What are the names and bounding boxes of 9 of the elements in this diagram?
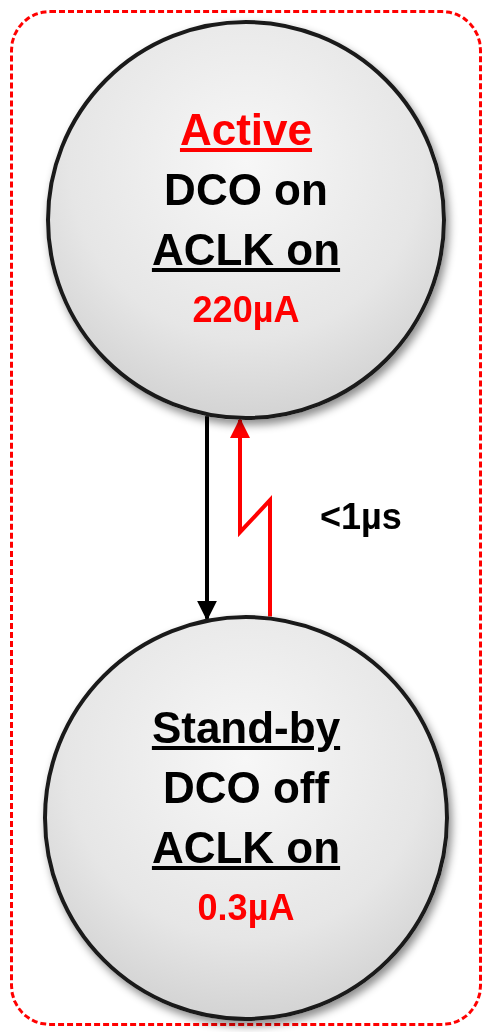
state-text: DCO off bbox=[162, 762, 330, 814]
state-text: 0.3µA bbox=[197, 886, 295, 930]
state-text: ACLK on bbox=[151, 822, 341, 874]
state-text: 220µA bbox=[192, 288, 300, 332]
dashed-boundary bbox=[10, 10, 482, 1026]
state-text: ACLK on bbox=[151, 224, 341, 276]
state-text: Stand-by bbox=[151, 702, 341, 754]
state-text: DCO on bbox=[164, 164, 328, 216]
state-text: Active bbox=[179, 104, 313, 156]
